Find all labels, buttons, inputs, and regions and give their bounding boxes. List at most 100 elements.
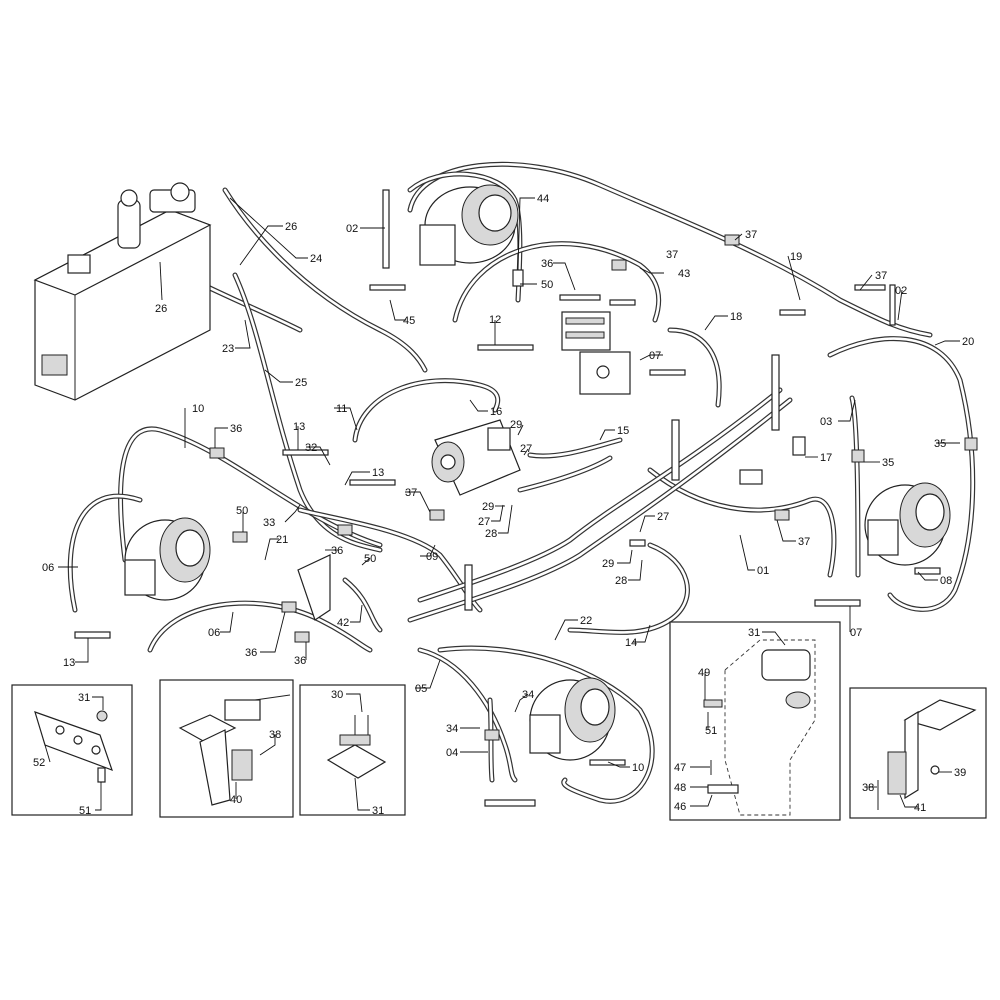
callout-label: 49	[698, 667, 710, 679]
callout-label: 38	[269, 729, 281, 741]
callout-label: 07	[649, 350, 661, 362]
callout-label: 05	[415, 683, 427, 695]
callout-label: 35	[934, 438, 946, 450]
callout-labels: 02 44 37 26 24 26 36 50 37 43 19 37 02 4…	[33, 193, 974, 817]
callout-label: 14	[625, 637, 637, 649]
callout-leaders	[44, 197, 960, 811]
callout-label: 28	[485, 528, 497, 540]
callout-label: 51	[79, 805, 91, 817]
drive-motor-right	[864, 482, 951, 566]
control-valve-block	[561, 311, 631, 395]
callout-label: 50	[541, 279, 553, 291]
drive-motor-bottom	[529, 677, 616, 761]
callout-label: 37	[798, 536, 810, 548]
callout-label: 29	[602, 558, 614, 570]
callout-label: 23	[222, 343, 234, 355]
callout-label: 29	[510, 419, 522, 431]
callout-label: 50	[364, 553, 376, 565]
callout-label: 04	[446, 747, 458, 759]
callout-label: 34	[522, 689, 534, 701]
callout-label: 25	[295, 377, 307, 389]
callout-label: 02	[346, 223, 358, 235]
drive-motor-top	[419, 184, 519, 266]
callout-label: 30	[331, 689, 343, 701]
callout-label: 27	[478, 516, 490, 528]
callout-label: 36	[331, 545, 343, 557]
fittings	[74, 189, 941, 807]
callout-label: 13	[293, 421, 305, 433]
callout-label: 45	[403, 315, 415, 327]
callout-label: 01	[757, 565, 769, 577]
callout-label: 31	[748, 627, 760, 639]
callout-label: 06	[208, 627, 220, 639]
callout-label: 03	[820, 416, 832, 428]
callout-label: 31	[78, 692, 90, 704]
callout-label: 21	[276, 534, 288, 546]
drive-motor-left	[124, 517, 211, 601]
inset-box-3	[299, 684, 406, 816]
callout-label: 36	[245, 647, 257, 659]
inset-box-5	[849, 687, 987, 819]
callout-label: 36	[294, 655, 306, 667]
inset-box-2	[159, 679, 294, 818]
callout-label: 20	[962, 336, 974, 348]
callout-label: 47	[674, 762, 686, 774]
callout-label: 09	[426, 551, 438, 563]
callout-label: 32	[305, 442, 317, 454]
callout-label: 27	[520, 443, 532, 455]
callout-label: 18	[730, 311, 742, 323]
callout-label: 37	[405, 487, 417, 499]
callout-label: 36	[541, 258, 553, 270]
callout-label: 51	[705, 725, 717, 737]
callout-label: 36	[230, 423, 242, 435]
callout-label: 34	[446, 723, 458, 735]
callout-label: 19	[790, 251, 802, 263]
callout-label: 22	[580, 615, 592, 627]
callout-label: 37	[745, 229, 757, 241]
callout-label: 29	[482, 501, 494, 513]
callout-label: 11	[336, 403, 347, 415]
callout-label: 52	[33, 757, 45, 769]
callout-label: 26	[285, 221, 297, 233]
callout-label: 40	[230, 794, 242, 806]
callout-label: 06	[42, 562, 54, 574]
hose-lines	[67, 161, 976, 804]
callout-label: 43	[678, 268, 690, 280]
callout-label: 41	[914, 802, 926, 814]
callout-label: 35	[882, 457, 894, 469]
callout-label: 46	[674, 801, 686, 813]
callout-label: 24	[310, 253, 322, 265]
callout-label: 12	[489, 314, 501, 326]
callout-label: 08	[940, 575, 952, 587]
callout-label: 39	[954, 767, 966, 779]
callout-label: 37	[666, 249, 678, 261]
callout-label: 10	[192, 403, 204, 415]
callout-label: 42	[337, 617, 349, 629]
tube-support-brackets	[464, 354, 780, 611]
callout-label: 27	[657, 511, 669, 523]
callout-label: 17	[820, 452, 832, 464]
hydraulic-pump	[431, 419, 521, 496]
mounting-bracket-center	[297, 554, 331, 621]
hydraulic-tank	[33, 182, 212, 401]
callout-label: 28	[615, 575, 627, 587]
callout-label: 13	[372, 467, 384, 479]
inset-box-1	[11, 684, 133, 816]
hose-sleeves	[209, 234, 978, 741]
inset-box-4	[669, 621, 841, 821]
callout-label: 02	[895, 285, 907, 297]
callout-label: 38	[862, 782, 874, 794]
callout-label: 37	[875, 270, 887, 282]
callout-label: 07	[850, 627, 862, 639]
callout-label: 31	[372, 805, 384, 817]
callout-label: 10	[632, 762, 644, 774]
callout-label: 16	[490, 406, 502, 418]
callout-label: 26	[155, 303, 167, 315]
callout-label: 48	[674, 782, 686, 794]
callout-label: 13	[63, 657, 75, 669]
callout-label: 33	[263, 517, 275, 529]
callout-label: 44	[537, 193, 549, 205]
callout-label: 50	[236, 505, 248, 517]
callout-label: 15	[617, 425, 629, 437]
